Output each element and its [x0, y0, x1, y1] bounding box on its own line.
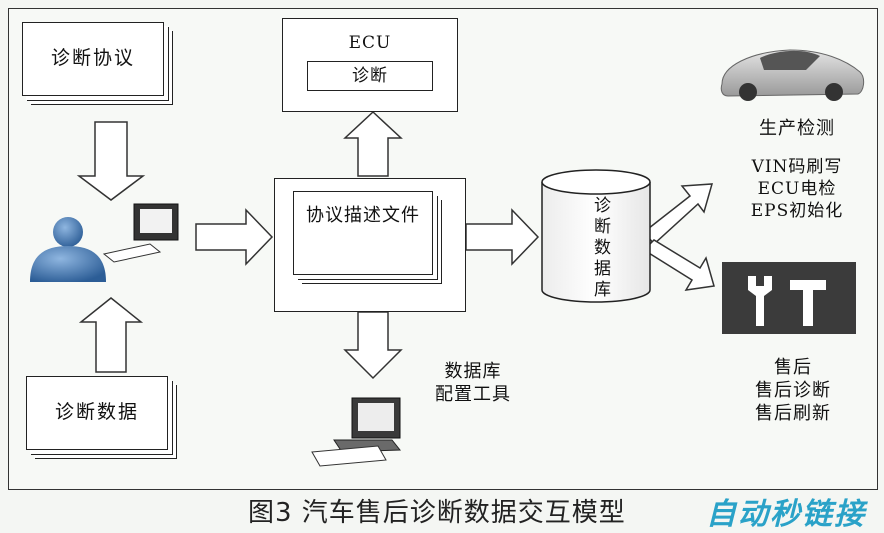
- arrow-database-to-aftersales: [642, 239, 715, 291]
- aftersales-item: 售后诊断: [755, 380, 831, 401]
- aftersales-item: 售后: [774, 357, 812, 378]
- figure-caption: 图3 汽车售后诊断数据交互模型: [248, 498, 626, 528]
- production-item: ECU电检: [757, 179, 837, 199]
- arrow-file-to-database: [465, 208, 540, 266]
- db-tool-computer-icon: [311, 397, 402, 467]
- protocol-doc-box: 诊断协议: [22, 22, 164, 96]
- arrow-protocol-to-user: [76, 121, 146, 201]
- aftersales-tool-icon: [722, 262, 856, 334]
- diag-data-doc-label: 诊断数据: [54, 401, 139, 423]
- ecu-box: ECU 诊断: [282, 18, 458, 112]
- production-title: 生产检测: [759, 118, 835, 139]
- aftersales-item: 售后刷新: [755, 403, 831, 424]
- database-label-text: 诊断数据库: [590, 196, 610, 301]
- ecu-title: ECU: [348, 33, 392, 53]
- arrow-file-to-db-tool: [343, 311, 403, 380]
- aftersales-items: 售后 售后诊断 售后刷新: [724, 356, 862, 425]
- db-tool-line1: 数据库: [444, 361, 502, 382]
- protocol-desc-outer-box: 协议描述文件: [274, 178, 466, 312]
- ecu-inner-label: 诊断: [352, 66, 388, 86]
- arrow-file-to-ecu: [343, 110, 403, 177]
- protocol-desc-file: 协议描述文件: [293, 191, 433, 275]
- production-item: EPS初始化: [750, 201, 844, 221]
- ecu-inner-box: 诊断: [307, 61, 433, 91]
- computer-icon: [102, 203, 179, 263]
- production-item: VIN码刷写: [751, 157, 843, 177]
- arrow-data-to-user: [78, 297, 144, 373]
- db-tool-line2: 配置工具: [435, 384, 511, 405]
- database-label: 诊断数据库: [582, 196, 610, 301]
- car-icon: [720, 49, 865, 101]
- arrow-database-to-production: [642, 183, 714, 246]
- protocol-desc-label: 协议描述文件: [306, 205, 420, 226]
- production-items: VIN码刷写 ECU电检 EPS初始化: [724, 156, 870, 222]
- db-tool-label: 数据库 配置工具: [418, 360, 528, 406]
- database-cylinder-shape: [541, 169, 651, 303]
- arrow-user-to-protocol-file: [195, 208, 274, 266]
- diag-data-doc-box: 诊断数据: [26, 376, 168, 450]
- protocol-doc-label: 诊断协议: [50, 47, 135, 69]
- user-icon: [30, 217, 106, 282]
- watermark-logo: 自动秒链接: [706, 497, 866, 532]
